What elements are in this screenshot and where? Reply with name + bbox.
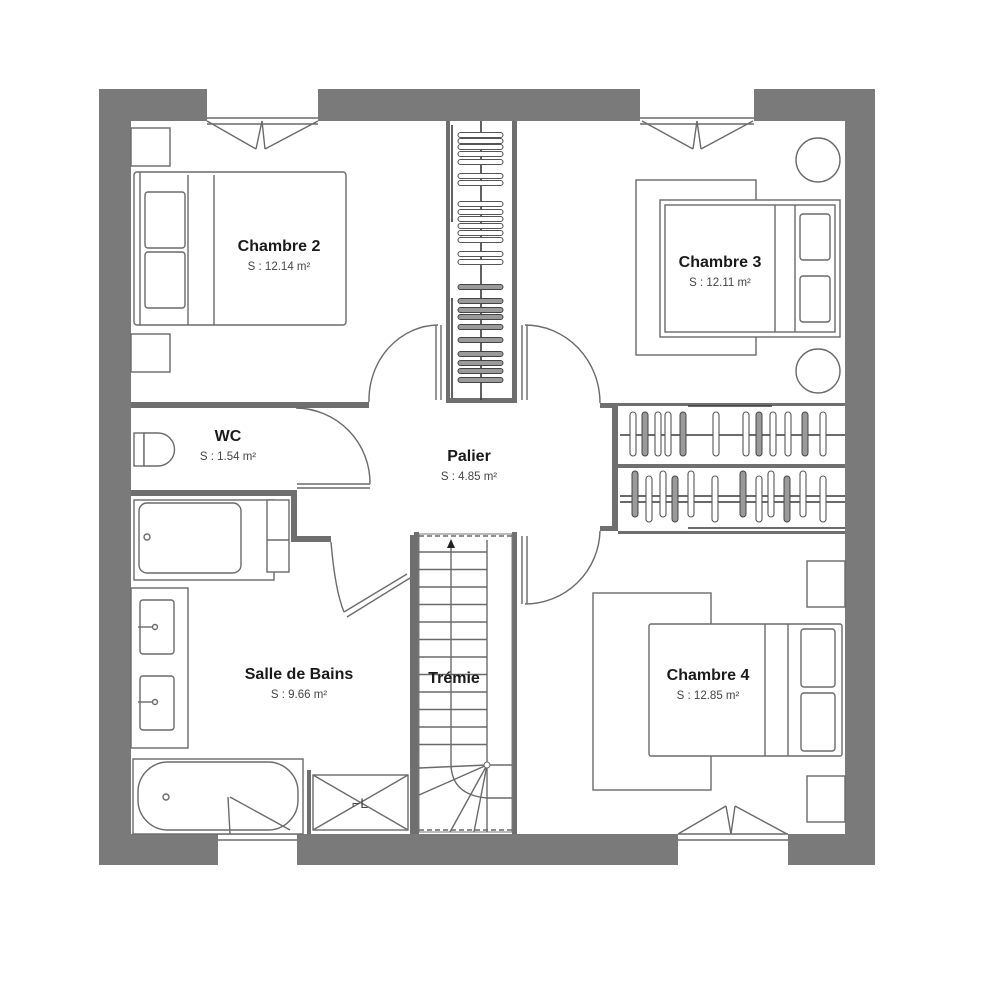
staircase [418, 533, 513, 833]
room-name: WC [214, 428, 242, 445]
room-label-chambre-3: Chambre 3 S : 12.11 m² [679, 254, 762, 291]
nightstand [130, 333, 171, 373]
room-label-tremie: Trémie [428, 670, 480, 688]
room-area: S : 9.66 m² [270, 689, 328, 701]
room-label-wc: WC S : 1.54 m² [200, 428, 256, 465]
nightstand [806, 775, 846, 823]
bed-chambre-3 [635, 179, 841, 356]
bed-chambre-2 [133, 171, 347, 326]
door-wc[interactable] [295, 407, 371, 489]
door-chambre-4[interactable] [521, 530, 601, 605]
toilet [133, 432, 176, 467]
room-name: Salle de Bains [244, 666, 354, 683]
lamp [795, 137, 841, 183]
room-label-palier: Palier S : 4.85 m² [441, 448, 497, 485]
room-name: Chambre 3 [678, 254, 762, 271]
double-vanity [130, 587, 189, 749]
window-chambre-2 [206, 117, 319, 150]
window-chambre-4 [677, 805, 788, 841]
room-name: Chambre 4 [666, 667, 750, 684]
room-label-chambre-2: Chambre 2 S : 12.14 m² [238, 238, 321, 275]
room-name: Trémie [428, 670, 480, 687]
room-area: S : 12.14 m² [247, 261, 311, 273]
shower-drain-icon: ⌐L [352, 795, 368, 811]
nightstand [130, 127, 171, 167]
room-name: Chambre 2 [237, 238, 321, 255]
room-area: S : 12.85 m² [676, 690, 740, 702]
room-area: S : 12.11 m² [689, 277, 751, 289]
interior-walls [131, 121, 845, 834]
window-salle-de-bains [218, 833, 297, 841]
closet-wardrobe-horizontal [620, 405, 845, 529]
exterior-walls [99, 89, 875, 865]
bathtub [132, 758, 304, 835]
shower-cabin: ⌐L [312, 774, 409, 831]
door-chambre-2[interactable] [368, 324, 442, 403]
bed-chambre-4 [648, 623, 843, 757]
room-area: S : 4.85 m² [440, 471, 498, 483]
room-label-chambre-4: Chambre 4 S : 12.85 m² [667, 667, 750, 704]
room-label-salle-de-bains: Salle de Bains S : 9.66 m² [245, 666, 354, 703]
window-chambre-3 [640, 117, 754, 150]
storage-unit [266, 499, 290, 573]
nightstand [806, 560, 846, 608]
closet-wardrobe-vertical [451, 121, 504, 400]
lamp [795, 348, 841, 394]
shower-tray [133, 499, 275, 581]
door-chambre-3[interactable] [521, 324, 601, 404]
room-area: S : 1.54 m² [199, 451, 257, 463]
arrow-up-icon [447, 539, 455, 548]
room-name: Palier [447, 448, 491, 465]
door-salle-de-bains[interactable] [330, 541, 411, 618]
